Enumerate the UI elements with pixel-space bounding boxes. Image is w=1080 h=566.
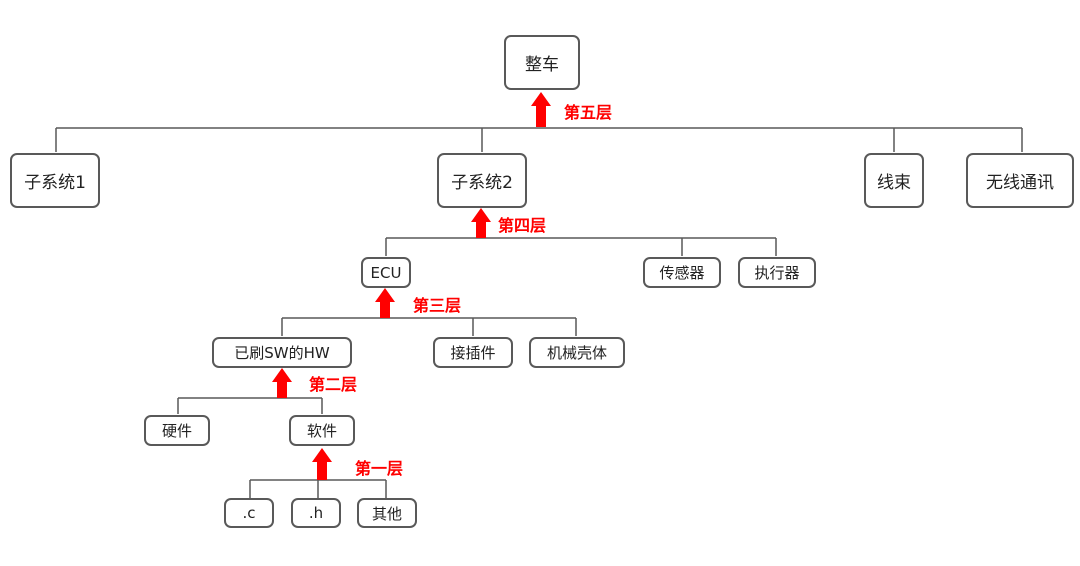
- node-subsystem-2: 子系统2: [437, 153, 527, 208]
- layer-3-label: 第三层: [413, 296, 462, 315]
- up-arrow-icon: [471, 208, 491, 238]
- layer-1-label: 第一层: [355, 459, 404, 478]
- up-arrow-icon: [375, 288, 395, 318]
- layer-4-label: 第四层: [498, 216, 547, 235]
- node-software: 软件: [289, 415, 355, 446]
- node-sensor: 传感器: [643, 257, 721, 288]
- node-actuator: 执行器: [738, 257, 816, 288]
- node-housing: 机械壳体: [529, 337, 625, 368]
- node-vehicle: 整车: [504, 35, 580, 90]
- node-c-file: .c: [224, 498, 274, 528]
- node-ecu: ECU: [361, 257, 411, 288]
- node-subsystem-1: 子系统1: [10, 153, 100, 208]
- node-h-file: .h: [291, 498, 341, 528]
- node-connector: 接插件: [433, 337, 513, 368]
- up-arrow-icon: [272, 368, 292, 398]
- node-hw-with-sw: 已刷SW的HW: [212, 337, 352, 368]
- layer-5-label: 第五层: [564, 103, 613, 122]
- layer-2-label: 第二层: [309, 375, 358, 394]
- node-wireless: 无线通讯: [966, 153, 1074, 208]
- node-hardware: 硬件: [144, 415, 210, 446]
- up-arrow-icon: [531, 92, 551, 127]
- up-arrow-icon: [312, 448, 332, 480]
- node-other: 其他: [357, 498, 417, 528]
- node-harness: 线束: [864, 153, 924, 208]
